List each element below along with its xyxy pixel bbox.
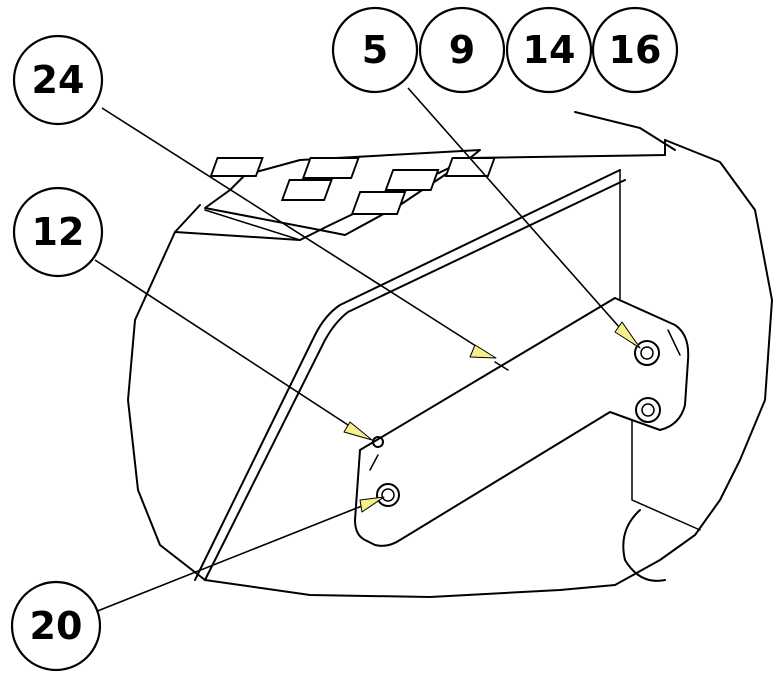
port-connector-3 <box>282 180 331 200</box>
housing-left-side <box>128 205 205 580</box>
callout-label-14: 14 <box>523 28 576 72</box>
mounting-bracket <box>355 298 700 546</box>
bracket-edge-detail <box>370 455 378 470</box>
arrowhead-12 <box>344 422 372 440</box>
leader-12 <box>95 260 368 438</box>
callout-label-20: 20 <box>30 604 83 648</box>
callout-label-16: 16 <box>609 28 662 72</box>
arrowhead-20 <box>360 497 384 512</box>
front-face-inner-edge <box>205 180 625 580</box>
port-connector-1 <box>211 158 263 176</box>
callout-label-5: 5 <box>362 28 388 72</box>
screw-left-hole <box>377 484 399 506</box>
front-face-outer-edge <box>195 170 620 580</box>
bracket-right-edge <box>668 330 680 355</box>
port-connector-4 <box>386 170 438 190</box>
callout-20: 20 <box>12 582 100 670</box>
callout-14: 14 <box>507 8 591 92</box>
housing-top-strip <box>575 112 675 150</box>
bracket-lower-tab <box>632 420 700 530</box>
callout-16: 16 <box>593 8 677 92</box>
side-knob-curve <box>623 510 665 581</box>
arrowhead-24 <box>470 345 496 358</box>
callout-label-24: 24 <box>32 58 85 102</box>
callout-label-12: 12 <box>32 210 85 254</box>
arrowhead-5-9-14-16 <box>615 322 640 348</box>
leader-lines <box>95 88 635 612</box>
screw-lower-right <box>636 398 660 422</box>
screw-upper-right <box>635 341 659 365</box>
callout-24: 24 <box>14 36 102 124</box>
port-connector-5 <box>352 192 405 214</box>
callout-label-9: 9 <box>449 28 475 72</box>
callout-5: 5 <box>333 8 417 92</box>
top-connector-panel <box>205 150 494 235</box>
port-connector-6 <box>446 158 495 176</box>
front-face <box>195 170 625 580</box>
housing-body <box>128 112 772 597</box>
callout-12: 12 <box>14 188 102 276</box>
callout-9: 9 <box>420 8 504 92</box>
leader-5-9-14-16 <box>408 88 635 345</box>
housing-bottom-edge <box>205 535 695 597</box>
side-knob <box>623 510 665 581</box>
bracket-outline <box>355 298 688 546</box>
leader-24 <box>102 108 490 355</box>
port-connector-2 <box>303 158 358 178</box>
housing-right-side <box>665 140 772 535</box>
